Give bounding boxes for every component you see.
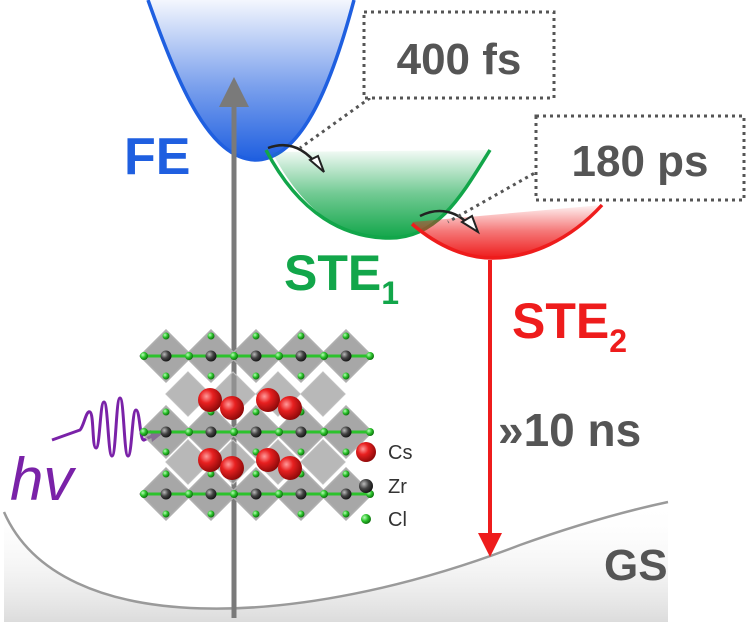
zrcl6-octahedron [165,371,211,417]
cs-atom [198,388,222,412]
ste1-potential-well [264,149,492,240]
zr-atom [205,350,217,362]
cl-atom [297,510,305,518]
cl-atom [162,448,170,456]
cs-atom [256,448,280,472]
ste1-label: STE1 [284,245,399,311]
cl-atom [252,470,260,478]
legend-cs-label: Cs [388,442,412,464]
cl-atom [297,332,305,340]
cl-atom [140,428,148,436]
fe-label: FE [124,128,190,186]
legend-cl-marker [361,514,371,524]
cl-atom [162,332,170,340]
cl-atom [342,408,350,416]
cl-atom [366,352,374,360]
cl-atom [297,448,305,456]
cl-atom [230,428,238,436]
cs-atom [278,396,302,420]
zrcl6-octahedron [300,371,346,417]
cl-atom [252,372,260,380]
cl-atom [185,352,193,360]
cl-atom [275,428,283,436]
cs-atom [220,396,244,420]
cl-atom [275,352,283,360]
ste1-label-main: STE [284,245,381,301]
zr-atom [160,488,172,500]
cl-atom [162,510,170,518]
legend-zr-label: Zr [388,476,407,498]
ste2-label-main: STE [512,293,609,349]
timescale-box-180ps: 180 ps [534,114,746,202]
crystal-structure [138,328,374,522]
zr-atom [340,488,352,500]
cl-atom [297,372,305,380]
cl-atom [140,490,148,498]
cl-atom [185,490,193,498]
zr-atom [205,488,217,500]
gs-label: GS [604,541,668,590]
cl-atom [320,352,328,360]
element-legend: Cs Zr Cl [356,442,412,531]
cl-atom [252,448,260,456]
cl-atom [342,448,350,456]
zr-atom [295,350,307,362]
zr-atom [295,488,307,500]
cl-atom [207,372,215,380]
zr-atom [340,426,352,438]
relaxation-arrow-fe-ste1 [267,143,325,173]
cl-atom [342,372,350,380]
cl-atom [162,372,170,380]
zr-atom [250,350,262,362]
cs-atom [278,456,302,480]
leader-line-400fs [299,96,371,150]
cl-atom [230,352,238,360]
emission-time-label: »10 ns [498,404,641,456]
zrcl6-octahedron [300,439,346,485]
zr-atom [160,350,172,362]
cl-atom [252,510,260,518]
zr-atom [250,488,262,500]
zr-atom [250,426,262,438]
cs-atom [220,456,244,480]
cl-atom [320,490,328,498]
cl-atom [252,332,260,340]
cl-atom [230,490,238,498]
ste2-label: STE2 [512,293,627,359]
cl-atom [252,408,260,416]
cl-atom [207,470,215,478]
cs-atom [256,388,280,412]
zr-atom [205,426,217,438]
cl-atom [185,428,193,436]
cl-atom [275,490,283,498]
cl-atom [207,332,215,340]
cs-atom [198,448,222,472]
timescale-180ps-text: 180 ps [572,137,709,186]
zr-atom [295,426,307,438]
timescale-box-400fs: 400 fs [362,10,556,100]
cl-atom [342,510,350,518]
cl-atom [320,428,328,436]
legend-cs-marker [356,442,376,462]
zr-atom [340,350,352,362]
cl-atom [140,352,148,360]
legend-zr-marker [359,479,373,493]
cl-atom [162,470,170,478]
ste2-label-subscript: 2 [609,323,627,359]
hv-label: hv [10,446,76,513]
timescale-400fs-text: 400 fs [397,35,522,84]
cl-atom [366,428,374,436]
cl-atom [342,332,350,340]
relaxation-arrow-ste1-ste2 [419,209,480,235]
cl-atom [207,510,215,518]
zr-atom [160,426,172,438]
cl-atom [342,470,350,478]
legend-cl-label: Cl [388,509,407,531]
ste1-label-subscript: 1 [381,275,399,311]
fe-potential-well [146,0,356,162]
ground-state-curve [2,500,669,622]
cl-atom [162,408,170,416]
